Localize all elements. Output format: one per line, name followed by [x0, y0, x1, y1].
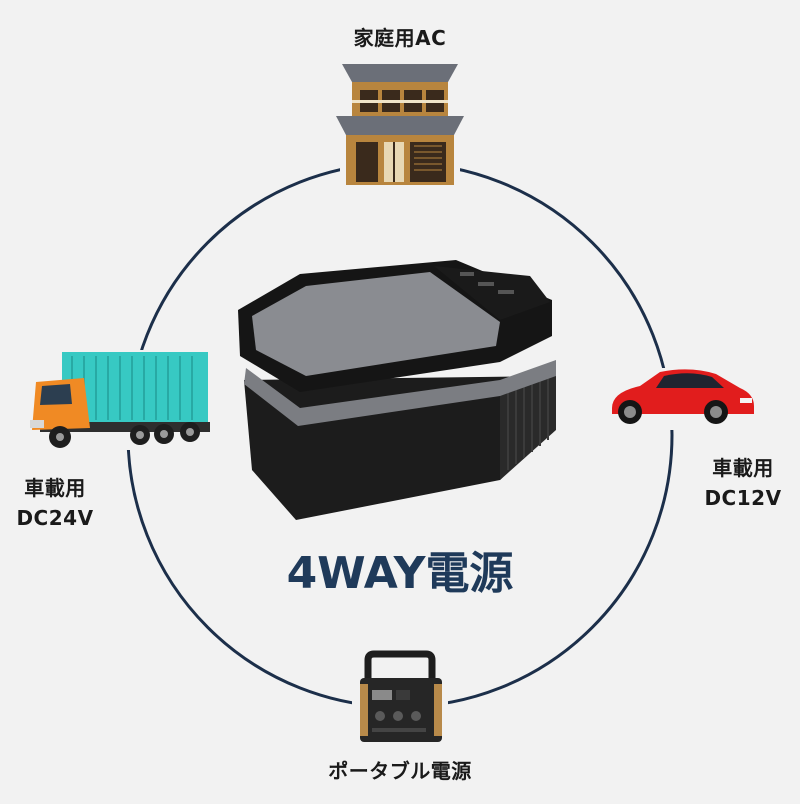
label-car-dc12v-line1: 車載用 [712, 456, 774, 480]
label-car-dc12v: 車載用 DC12V [688, 453, 798, 513]
label-car-dc24v-line1: 車載用 [24, 476, 86, 500]
headline-4way-power: 4WAY電源 [286, 548, 514, 599]
power-station-icon [352, 650, 448, 748]
label-portable-power: ポータブル電源 [328, 759, 472, 783]
car-icon [606, 368, 758, 430]
truck-icon [28, 350, 218, 450]
fridge-image [238, 260, 556, 520]
house-icon [336, 64, 464, 192]
label-car-dc24v: 車載用 DC24V [0, 473, 110, 533]
label-home-ac: 家庭用AC [353, 26, 447, 50]
label-car-dc12v-line2: DC12V [704, 486, 782, 510]
label-car-dc24v-line2: DC24V [16, 506, 94, 530]
